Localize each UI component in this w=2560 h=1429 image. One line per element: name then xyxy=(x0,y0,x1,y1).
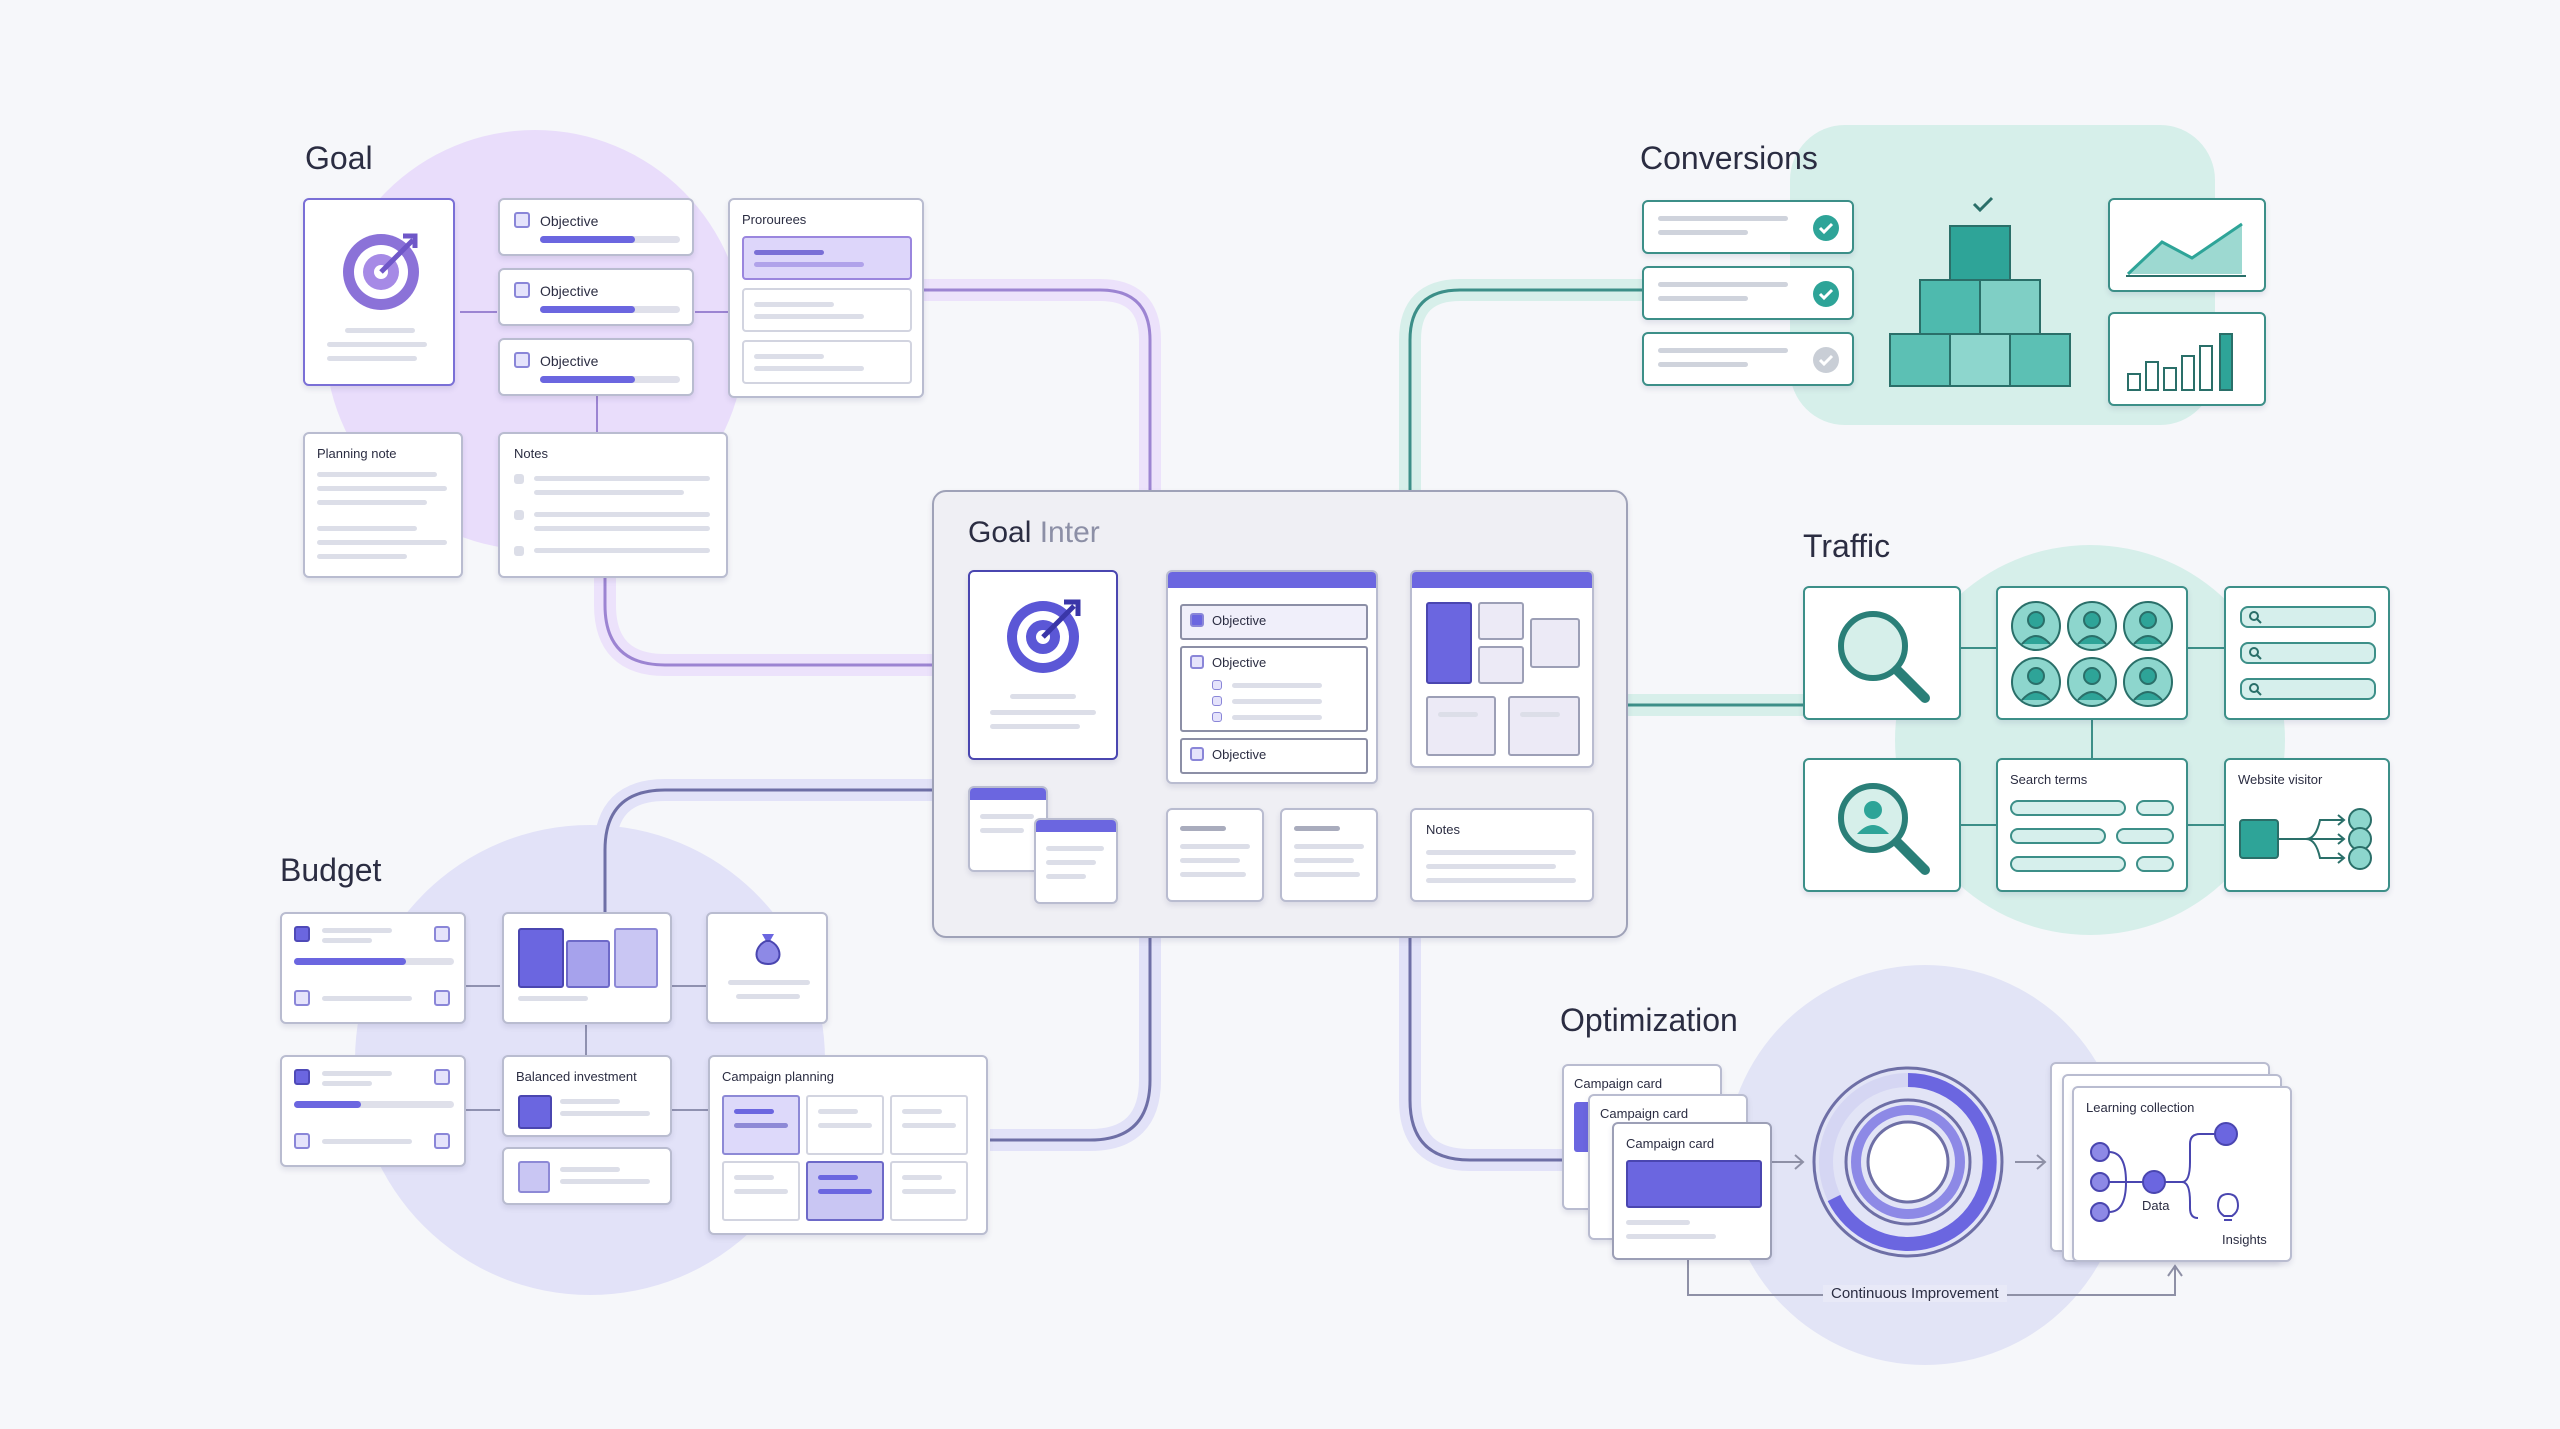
conversion-row-2[interactable] xyxy=(1642,266,1854,320)
conversion-bar-chart[interactable] xyxy=(2108,312,2266,406)
check-circle-icon xyxy=(1813,215,1839,241)
conversion-row-1[interactable] xyxy=(1642,200,1854,254)
goal-promo-list[interactable]: Prorourees xyxy=(728,198,924,398)
traffic-title: Traffic xyxy=(1803,528,1891,564)
center-title: Goal Inter xyxy=(968,516,1100,549)
center-layout-panel[interactable] xyxy=(1410,570,1594,768)
magnifier-icon xyxy=(1838,611,1930,703)
optimization-title: Optimization xyxy=(1560,1002,1738,1038)
area-chart-icon xyxy=(2126,222,2246,277)
center-objective-panel[interactable]: Objective Objective Objective xyxy=(1166,570,1378,784)
traffic-user-search[interactable] xyxy=(1803,758,1961,892)
user-search-icon xyxy=(1838,783,1930,875)
center-sub-card-1[interactable] xyxy=(1166,808,1264,902)
goal-notes[interactable]: Notes xyxy=(498,432,728,578)
goal-objective-3[interactable]: Objective xyxy=(498,338,694,396)
visitor-flow-icon xyxy=(2239,808,2372,870)
cycle-rings-icon xyxy=(1812,1066,2004,1258)
budget-sliders-2[interactable] xyxy=(280,1055,466,1167)
pyramid-blocks-icon xyxy=(1889,196,2071,387)
traffic-audience[interactable] xyxy=(1996,586,2188,720)
center-sub-card-2[interactable] xyxy=(1280,808,1378,902)
data-flow-icon xyxy=(2090,1122,2240,1222)
money-bag-icon xyxy=(755,934,781,966)
center-goal-interface[interactable]: Goal Inter Objective Objective xyxy=(932,490,1628,938)
check-circle-icon xyxy=(1813,281,1839,307)
campaign-card-3[interactable]: Campaign card xyxy=(1612,1122,1772,1260)
search-icon xyxy=(2249,611,2262,624)
goal-objective-1[interactable]: Objective xyxy=(498,198,694,256)
target-icon xyxy=(343,233,419,310)
budget-money-bag[interactable] xyxy=(706,912,828,1024)
conversions-title: Conversions xyxy=(1640,140,1818,176)
budget-title: Budget xyxy=(280,852,382,888)
budget-sliders-1[interactable] xyxy=(280,912,466,1024)
audience-avatars-icon xyxy=(2011,601,2173,707)
learning-collection[interactable]: Learning collection Data Insights xyxy=(2072,1086,2292,1262)
bar-chart-icon xyxy=(2127,333,2233,391)
budget-blocks[interactable] xyxy=(502,912,672,1024)
budget-balanced-investment[interactable]: Balanced investment xyxy=(502,1055,672,1137)
conversion-row-3[interactable] xyxy=(1642,332,1854,386)
center-doc-small-2[interactable] xyxy=(1034,818,1118,904)
traffic-search-list[interactable] xyxy=(2224,586,2390,720)
goal-target-doc[interactable] xyxy=(303,198,455,386)
goal-planning-note[interactable]: Planning note xyxy=(303,432,463,578)
check-circle-icon xyxy=(1813,347,1839,373)
center-target-doc[interactable] xyxy=(968,570,1118,760)
traffic-search[interactable] xyxy=(1803,586,1961,720)
center-notes[interactable]: Notes xyxy=(1410,808,1594,902)
traffic-search-terms[interactable]: Search terms xyxy=(1996,758,2188,892)
continuous-improvement-label: Continuous Improvement xyxy=(1823,1285,2007,1302)
target-icon xyxy=(1007,599,1081,673)
budget-item[interactable] xyxy=(502,1147,672,1205)
goal-title: Goal xyxy=(305,140,373,176)
search-icon xyxy=(2249,647,2262,660)
search-icon xyxy=(2249,683,2262,696)
budget-campaign-planning[interactable]: Campaign planning xyxy=(708,1055,988,1235)
goal-objective-2[interactable]: Objective xyxy=(498,268,694,326)
traffic-website-visitor[interactable]: Website visitor xyxy=(2224,758,2390,892)
conversion-area-chart[interactable] xyxy=(2108,198,2266,292)
